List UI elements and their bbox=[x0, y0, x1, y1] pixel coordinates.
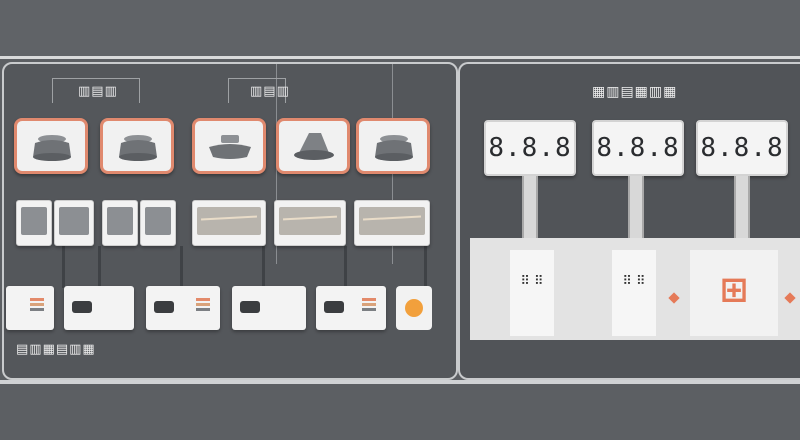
digital-display-1: 8.8.8 bbox=[484, 120, 576, 176]
thumbnail[interactable] bbox=[274, 200, 346, 246]
slot-icon bbox=[324, 301, 344, 313]
control-panel[interactable] bbox=[6, 286, 54, 330]
slot-icon bbox=[154, 301, 174, 313]
control-panel[interactable] bbox=[316, 286, 386, 330]
thumbnail[interactable] bbox=[140, 200, 176, 246]
status-title: ▦▥▤▦▥▦ bbox=[592, 84, 678, 100]
wire bbox=[98, 246, 101, 288]
slot-icon bbox=[240, 301, 260, 313]
top-divider bbox=[0, 56, 800, 59]
orange-dot-icon bbox=[405, 299, 423, 317]
cone-device-icon bbox=[294, 133, 334, 160]
level-bars-icon bbox=[196, 298, 210, 318]
device-card-4[interactable] bbox=[276, 118, 350, 174]
thumbnail[interactable] bbox=[102, 200, 138, 246]
wire bbox=[424, 246, 427, 288]
level-bars-icon bbox=[30, 298, 44, 318]
thumbnail[interactable] bbox=[54, 200, 94, 246]
control-panel[interactable] bbox=[64, 286, 134, 330]
control-panel[interactable] bbox=[232, 286, 306, 330]
wire bbox=[262, 246, 265, 288]
bowl-device-icon bbox=[119, 135, 157, 161]
dish-device-icon bbox=[209, 135, 251, 159]
group-bracket bbox=[228, 78, 286, 103]
device-card-5[interactable] bbox=[356, 118, 430, 174]
wire bbox=[62, 246, 65, 288]
wire bbox=[344, 246, 347, 288]
orange-button[interactable] bbox=[396, 286, 432, 330]
slot-icon bbox=[72, 301, 92, 313]
bowl-device-icon bbox=[33, 135, 71, 161]
group-bracket bbox=[52, 78, 140, 103]
thumbnail[interactable] bbox=[16, 200, 52, 246]
display-post bbox=[628, 176, 644, 238]
device-card-2[interactable] bbox=[100, 118, 174, 174]
station-3[interactable]: ⊞ bbox=[690, 250, 778, 336]
top-bar bbox=[0, 0, 800, 56]
display-post bbox=[734, 176, 750, 238]
thumbnail[interactable] bbox=[354, 200, 430, 246]
group-label: ▥▤▥ bbox=[250, 84, 290, 99]
group-label: ▥▤▥ bbox=[78, 84, 118, 99]
level-bars-icon bbox=[362, 298, 376, 318]
bowl-device-icon bbox=[375, 135, 413, 161]
device-card-3[interactable] bbox=[192, 118, 266, 174]
footer-label: ▤▥▦▤▥▦ bbox=[16, 342, 96, 357]
device-card-1[interactable] bbox=[14, 118, 88, 174]
control-panel[interactable] bbox=[146, 286, 220, 330]
display-post bbox=[522, 176, 538, 238]
wire bbox=[180, 246, 183, 288]
digital-display-2: 8.8.8 bbox=[592, 120, 684, 176]
station-2[interactable]: ⠿ ⠿ bbox=[612, 250, 656, 336]
bottom-divider bbox=[0, 380, 800, 384]
thumbnail[interactable] bbox=[192, 200, 266, 246]
station-1[interactable]: ⠿ ⠿ bbox=[510, 250, 554, 336]
digital-display-3: 8.8.8 bbox=[696, 120, 788, 176]
